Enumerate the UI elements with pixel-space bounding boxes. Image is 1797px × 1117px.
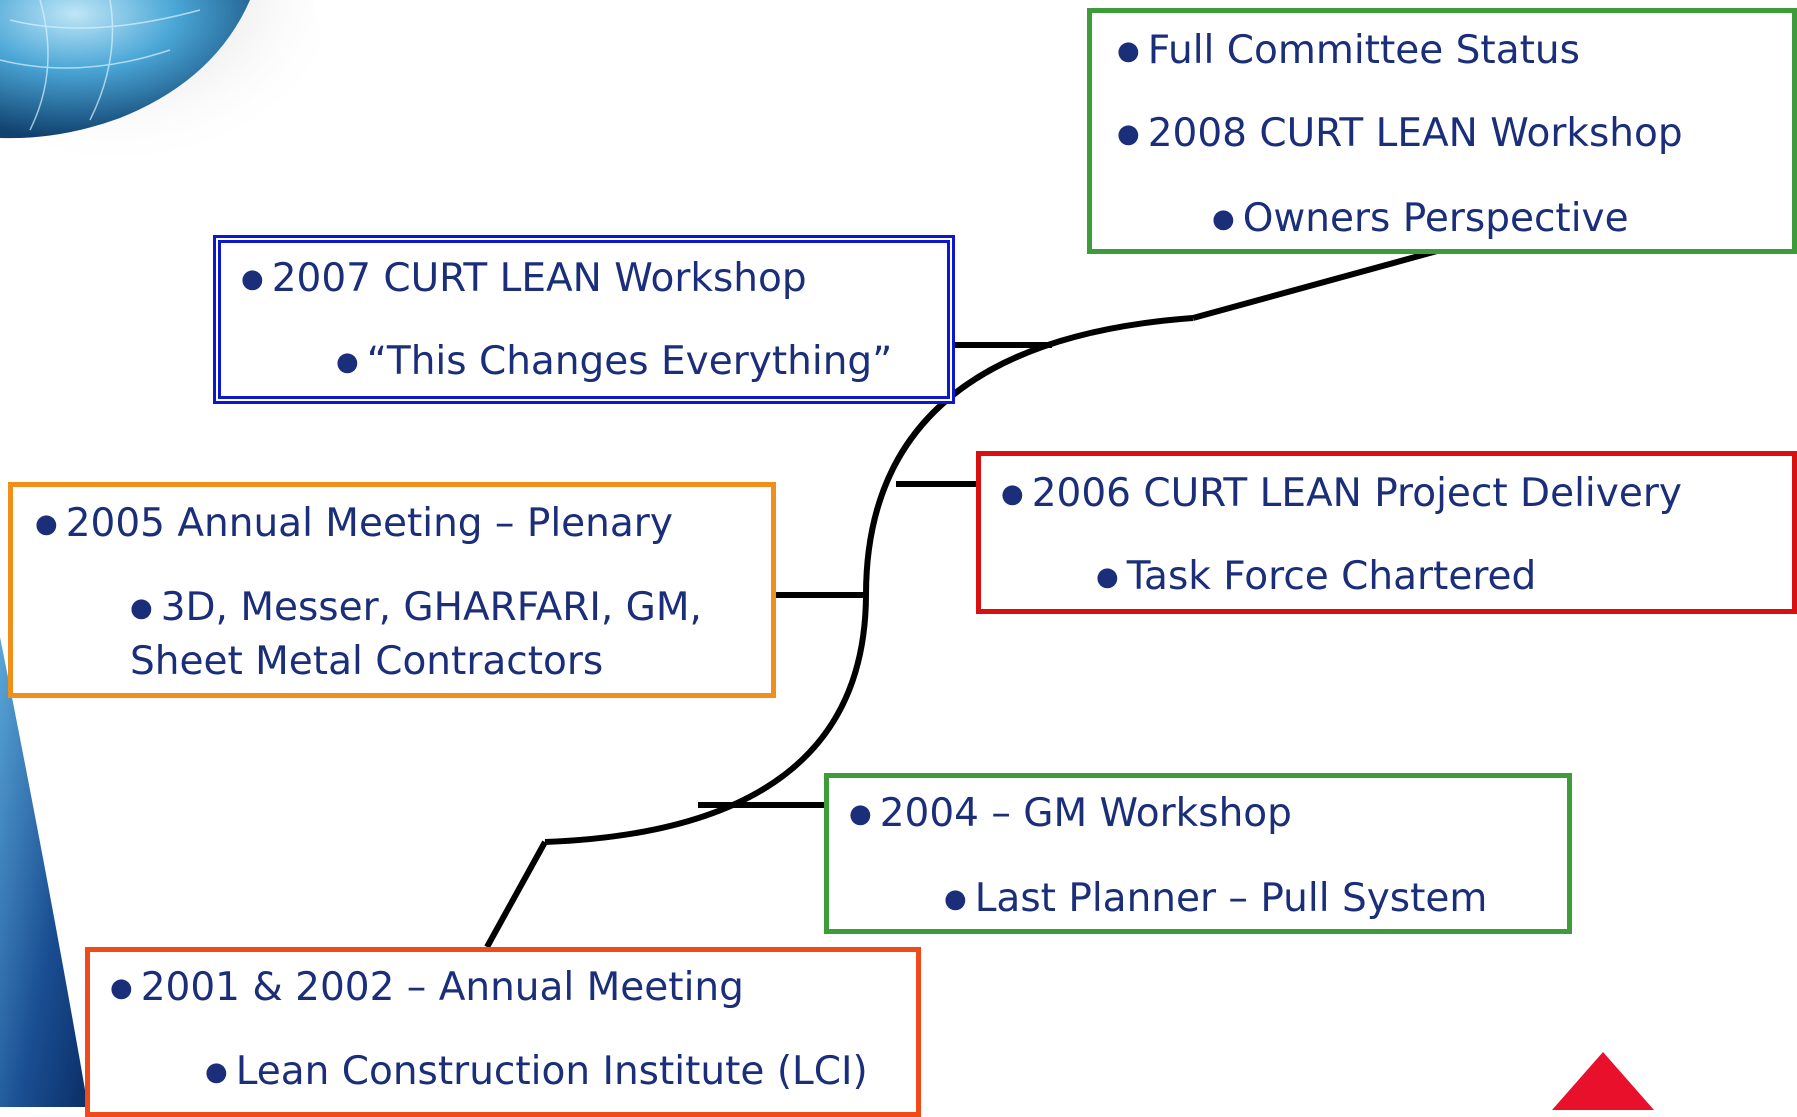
milestone-2008-line-2: 2008 CURT LEAN Workshop	[1117, 114, 1683, 153]
milestone-2005-line-2: 3D, Messer, GHARFARI, GM,	[130, 588, 702, 627]
milestone-2008-line-3: Owners Perspective	[1212, 199, 1629, 238]
milestone-2007-box: 2007 CURT LEAN Workshop “This Changes Ev…	[213, 235, 955, 404]
connector-2008	[1192, 248, 1438, 321]
red-triangle	[1552, 1052, 1654, 1110]
milestone-2008-box: Full Committee Status 2008 CURT LEAN Wor…	[1087, 8, 1797, 254]
milestone-2005-line-1: 2005 Annual Meeting – Plenary	[35, 504, 673, 543]
globe-graphic	[0, 0, 320, 170]
connector-2001	[484, 840, 548, 949]
blue-swoosh	[0, 637, 88, 1107]
milestone-2004-line-1: 2004 – GM Workshop	[849, 794, 1292, 833]
milestone-2007-line-2: “This Changes Everything”	[336, 342, 893, 381]
milestone-2004-box: 2004 – GM Workshop Last Planner – Pull S…	[824, 773, 1572, 934]
milestone-2001-2002-box: 2001 & 2002 – Annual Meeting Lean Constr…	[85, 947, 921, 1117]
milestone-2001-line-1: 2001 & 2002 – Annual Meeting	[110, 968, 744, 1007]
milestone-2006-box: 2006 CURT LEAN Project Delivery Task For…	[976, 451, 1797, 614]
milestone-2007-line-1: 2007 CURT LEAN Workshop	[241, 259, 807, 298]
timeline-curve	[544, 315, 1194, 845]
milestone-2006-line-1: 2006 CURT LEAN Project Delivery	[1001, 474, 1682, 513]
milestone-2004-line-2: Last Planner – Pull System	[944, 879, 1488, 918]
milestone-2008-line-1: Full Committee Status	[1117, 31, 1580, 70]
milestone-2006-line-2: Task Force Chartered	[1096, 557, 1537, 596]
milestone-2001-line-2: Lean Construction Institute (LCI)	[205, 1052, 868, 1091]
milestone-2005-box: 2005 Annual Meeting – Plenary 3D, Messer…	[8, 482, 776, 698]
milestone-2005-line-3: Sheet Metal Contractors	[130, 639, 604, 684]
